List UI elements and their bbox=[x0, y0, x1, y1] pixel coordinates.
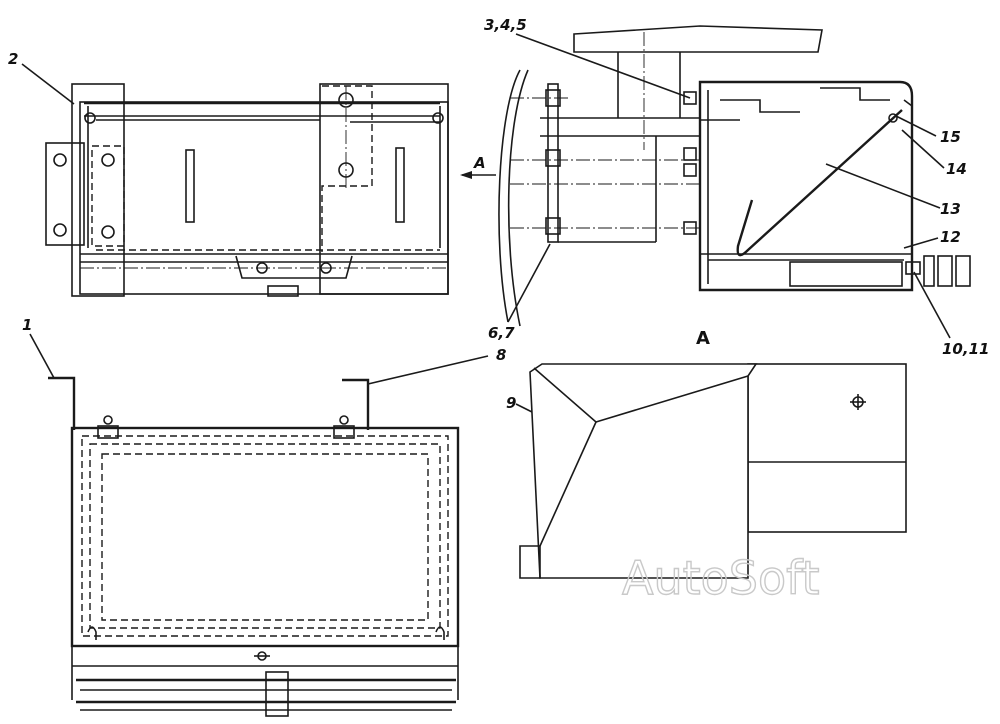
bolt-hole-icon bbox=[53, 223, 67, 237]
left-bracket-plate bbox=[71, 83, 125, 297]
mount-plate bbox=[547, 83, 559, 243]
bolt-head-icon bbox=[545, 89, 561, 107]
leader-line bbox=[895, 115, 937, 137]
spacer bbox=[937, 255, 953, 287]
leader-line bbox=[913, 271, 951, 339]
label-part-1: 1 bbox=[22, 316, 32, 334]
right-bracket-plate bbox=[319, 83, 449, 295]
slot bbox=[395, 147, 405, 223]
label-part-8: 8 bbox=[496, 346, 506, 364]
hidden-outline bbox=[81, 435, 449, 637]
nut-icon bbox=[683, 91, 697, 105]
part-labels: 2 3,4,5 15 14 13 12 10,11 6,7 1 8 9 A bbox=[8, 16, 989, 412]
top-view bbox=[45, 83, 449, 297]
arrow-head-icon bbox=[460, 171, 472, 179]
mount-plate-side bbox=[747, 363, 907, 533]
leader-lines bbox=[21, 33, 951, 421]
leader-line bbox=[507, 243, 551, 323]
spacer bbox=[923, 255, 935, 287]
label-part-15: 15 bbox=[940, 128, 961, 146]
bolt-hole-icon bbox=[53, 153, 67, 167]
label-parts-3-4-5: 3,4,5 bbox=[484, 16, 527, 34]
hook-icon bbox=[87, 626, 97, 640]
mounting-lug bbox=[45, 142, 85, 246]
rod-nut-icon bbox=[888, 113, 898, 123]
label-part-13: 13 bbox=[940, 200, 961, 218]
leader-line bbox=[903, 237, 939, 249]
nut-icon bbox=[339, 415, 349, 425]
bracket-icon bbox=[97, 425, 119, 439]
leader-line bbox=[21, 63, 75, 105]
watermark: AutoSoft bbox=[622, 551, 820, 605]
base-plate bbox=[789, 261, 903, 287]
bolt-head-icon bbox=[545, 217, 561, 235]
bolt-hole-icon bbox=[101, 153, 115, 167]
leader-line bbox=[367, 355, 489, 385]
leader-line bbox=[901, 129, 945, 169]
nut-icon bbox=[683, 163, 697, 177]
hidden-outline bbox=[101, 453, 429, 621]
lid-profile bbox=[820, 87, 890, 101]
hidden-outline bbox=[89, 443, 441, 629]
spacer bbox=[955, 255, 971, 287]
frame-top-profile bbox=[573, 25, 823, 53]
clamp-strap bbox=[235, 255, 353, 279]
cover-tab bbox=[519, 545, 541, 579]
view-a-title: A bbox=[696, 328, 710, 349]
label-part-12: 12 bbox=[940, 228, 961, 246]
cover-fold bbox=[539, 421, 597, 547]
box-outline bbox=[79, 101, 449, 295]
hidden-edge bbox=[321, 85, 373, 252]
slot bbox=[185, 149, 195, 223]
nut-icon bbox=[683, 221, 697, 235]
hook-icon bbox=[432, 112, 444, 124]
frame-curve bbox=[507, 69, 529, 327]
hold-down-rod bbox=[736, 109, 903, 257]
nut-icon bbox=[905, 261, 921, 275]
label-part-14: 14 bbox=[946, 160, 967, 178]
view-a bbox=[519, 363, 907, 579]
label-part-2: 2 bbox=[8, 50, 18, 68]
leader-line bbox=[825, 163, 941, 209]
lid-profile bbox=[720, 99, 800, 113]
hook-icon bbox=[84, 112, 96, 124]
label-part-9: 9 bbox=[506, 394, 516, 412]
nut-icon bbox=[683, 147, 697, 161]
tab bbox=[267, 285, 299, 297]
box-front bbox=[70, 426, 460, 648]
hold-down-rod-1 bbox=[48, 376, 76, 430]
cover-body bbox=[529, 363, 758, 579]
view-arrow-label: A bbox=[473, 154, 486, 172]
rod-end bbox=[903, 99, 913, 107]
nut-icon bbox=[103, 415, 113, 425]
label-parts-6-7: 6,7 bbox=[488, 324, 515, 342]
frame-curve bbox=[498, 69, 521, 323]
view-arrow: A bbox=[460, 154, 496, 179]
box-section bbox=[698, 80, 914, 292]
label-parts-10-11: 10,11 bbox=[942, 340, 989, 358]
leader-line bbox=[515, 33, 691, 99]
side-section-view bbox=[498, 25, 971, 327]
bracket-icon bbox=[333, 425, 355, 439]
bolt-hole-icon bbox=[101, 225, 115, 239]
hook-icon bbox=[435, 626, 445, 640]
hidden-plate bbox=[91, 145, 125, 247]
bolt-head-icon bbox=[545, 149, 561, 167]
front-view bbox=[48, 376, 460, 717]
hold-down-rod-8 bbox=[342, 378, 370, 430]
leader-line bbox=[29, 333, 55, 379]
center-strap bbox=[265, 671, 289, 717]
